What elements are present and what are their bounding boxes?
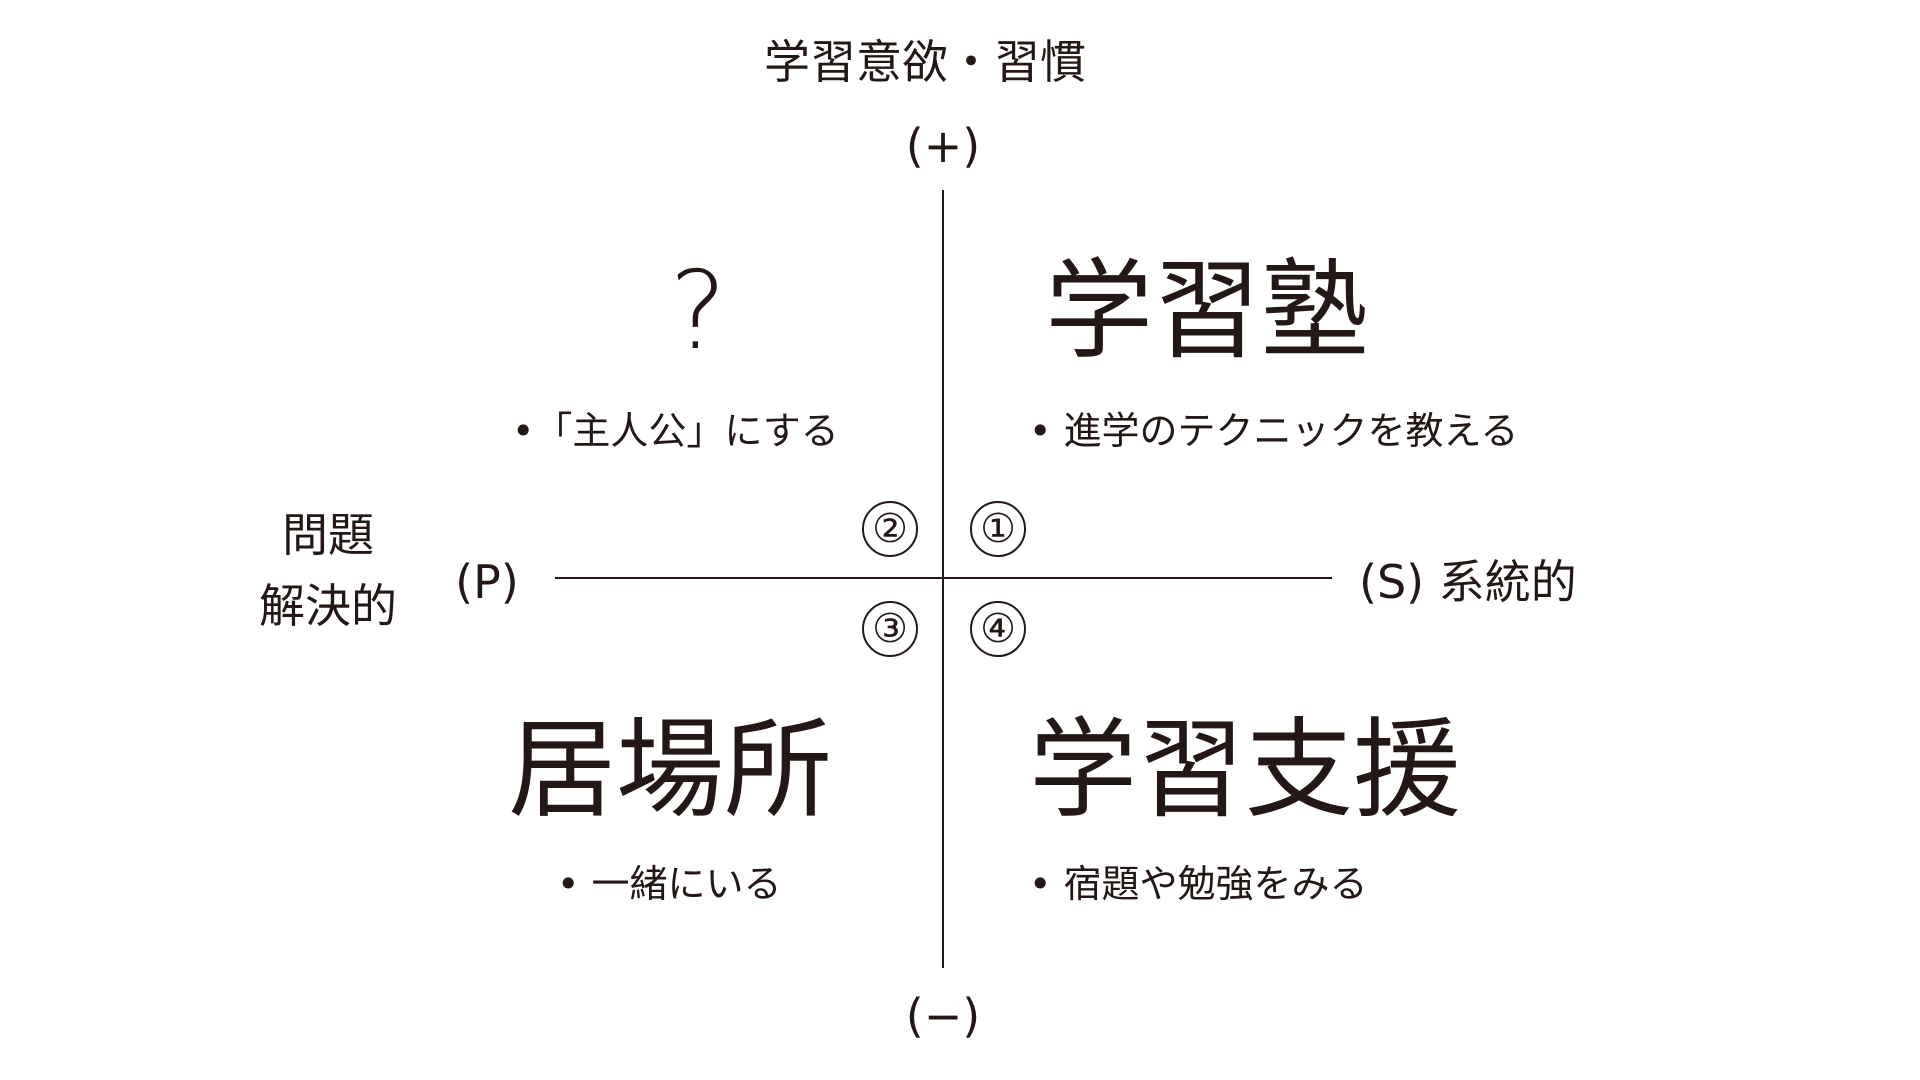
top-label: (+) bbox=[905, 119, 981, 173]
quadrant-4-bullet: • 宿題や勉強をみる bbox=[1029, 862, 1368, 906]
quadrant-3-title: 居場所 bbox=[508, 708, 833, 833]
horizontal-axis bbox=[555, 577, 1332, 579]
bottom-label: (−) bbox=[905, 989, 981, 1043]
vertical-axis bbox=[942, 190, 944, 968]
quadrant-1-bullet: • 進学のテクニックを教える bbox=[1029, 409, 1519, 453]
right-label: (S) 系統的 bbox=[1359, 555, 1577, 609]
quadrant-number-2: ② bbox=[862, 501, 918, 557]
vertical-axis-title: 学習意欲・習慣 bbox=[764, 35, 1086, 89]
quadrant-4-title: 学習支援 bbox=[1029, 708, 1462, 833]
quadrant-number-3: ③ bbox=[862, 601, 918, 657]
quadrant-3-bullet: • 一緒にいる bbox=[557, 862, 782, 906]
quadrant-1-title: 学習塾 bbox=[1045, 249, 1370, 374]
quadrant-number-1: ① bbox=[970, 501, 1026, 557]
left-label-line1: 問題 bbox=[282, 508, 374, 562]
left-code: (P) bbox=[455, 555, 519, 609]
left-label-line2: 解決的 bbox=[259, 579, 397, 633]
quadrant-number-4: ④ bbox=[970, 601, 1026, 657]
quadrant-2-bullet: •「主人公」にする bbox=[512, 409, 839, 453]
quadrant-2-title: ? bbox=[669, 249, 727, 374]
